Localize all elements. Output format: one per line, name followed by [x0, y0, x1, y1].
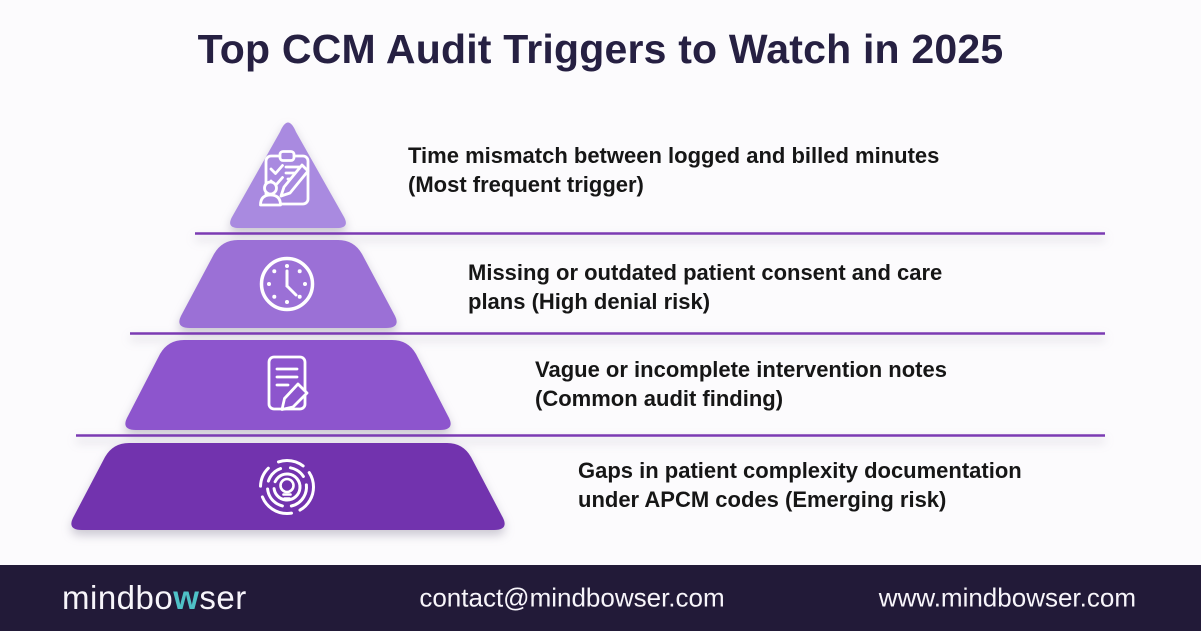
logo-accent-w: w — [173, 579, 200, 616]
trigger-text-3-line-2: (Common audit finding) — [535, 386, 784, 411]
logo-part-2: ser — [199, 579, 247, 616]
trigger-text-1-line-1: Time mismatch between logged and billed … — [408, 143, 940, 168]
trigger-text-4-line-1: Gaps in patient complexity documentation — [578, 458, 1022, 483]
document-pencil-icon — [267, 355, 309, 411]
clipboard-checklist-pen-icon — [259, 150, 310, 207]
trigger-text-3: Vague or incomplete intervention notes (… — [535, 355, 947, 413]
trigger-text-2: Missing or outdated patient consent and … — [468, 258, 942, 316]
footer-bar: mindbowser contact@mindbowser.com www.mi… — [0, 565, 1201, 631]
trigger-text-3-line-1: Vague or incomplete intervention notes — [535, 357, 947, 382]
logo-part-1: mindbo — [62, 579, 174, 616]
contact-email: contact@mindbowser.com — [419, 582, 725, 613]
pyramid-level-4 — [71, 443, 505, 530]
trigger-text-1: Time mismatch between logged and billed … — [408, 141, 939, 199]
maze-lightbulb-icon — [259, 459, 315, 515]
page-title: Top CCM Audit Triggers to Watch in 2025 — [197, 26, 1004, 72]
trigger-text-1-line-2: (Most frequent trigger) — [408, 172, 644, 197]
trigger-text-4: Gaps in patient complexity documentation… — [578, 456, 1022, 514]
clock-icon — [259, 256, 315, 312]
trigger-text-2-line-2: plans (High denial risk) — [468, 289, 711, 314]
website-url: www.mindbowser.com — [878, 582, 1136, 613]
mindbowser-logo: mindbowser — [62, 579, 247, 617]
trigger-text-4-line-2: under APCM codes (Emerging risk) — [578, 487, 947, 512]
trigger-text-2-line-1: Missing or outdated patient consent and … — [468, 260, 943, 285]
pyramid-level-1 — [230, 122, 346, 228]
